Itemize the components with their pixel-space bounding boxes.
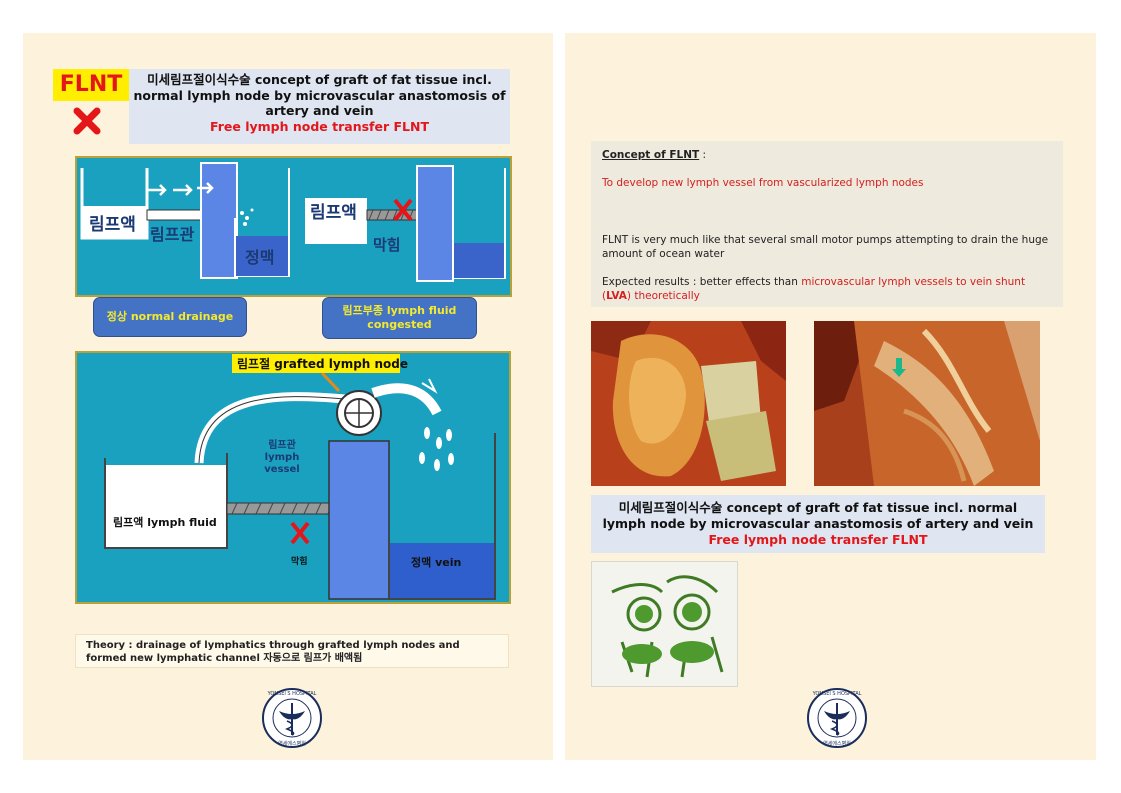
concept-box: Concept of FLNT : To develop new lymph v… — [591, 141, 1063, 307]
logo-text-left: YONSEI S HOSPITAL — [267, 691, 317, 697]
surgery-photo-2 — [814, 321, 1040, 486]
vessel-label-en2: vessel — [264, 464, 299, 475]
right-title-line1: 미세림프절이식수술 concept of graft of fat tissue… — [618, 500, 1018, 515]
logo-text-right: YONSEI S HOSPITAL — [812, 691, 862, 697]
expected-bold: LVA — [606, 290, 627, 302]
congested-line1: 림프부종 lymph fluid — [342, 304, 457, 317]
right-title-line2: lymph node by microvascular anastomosis … — [602, 516, 1034, 531]
left-title-line1: 미세림프절이식수술 concept of graft of fat tissue… — [147, 72, 492, 87]
congested-line2: congested — [367, 318, 432, 331]
blockage-label: 막힘 — [291, 555, 308, 567]
theory-text: Theory : drainage of lymphatics through … — [75, 634, 509, 668]
expected-red1: microvascular lymph vessels to vein shun… — [602, 276, 1026, 302]
lymph-node-sketch — [591, 561, 738, 687]
red-x-icon — [73, 107, 101, 135]
scene1-left-vein: 정맥 — [245, 248, 274, 267]
expected-results: Expected results : better effects than m… — [602, 275, 1052, 303]
left-title-line2: normal lymph node by microvascular anast… — [133, 87, 506, 103]
drainage-illustration: 림프액 림프관 정맥 림프액 막힘 — [75, 156, 512, 297]
grafted-node-callout: 림프절 grafted lymph node — [237, 357, 408, 371]
scene1-left-vessel: 림프관 — [150, 225, 194, 244]
left-title-red: Free lymph node transfer FLNT — [210, 118, 429, 134]
expected-prefix: Expected results : better effects than — [602, 276, 802, 288]
concept-body: FLNT is very much like that several smal… — [602, 234, 1049, 260]
concept-colon: : — [699, 149, 707, 161]
concept-red-text: To develop new lymph vessel from vascula… — [602, 177, 924, 189]
concept-heading: Concept of FLNT — [602, 149, 700, 161]
vessel-label-ko: 림프관 — [268, 438, 296, 451]
scene1-right-block: 막힘 — [373, 236, 401, 254]
grafted-node-illustration: 림프절 grafted lymph node 림프관 lymph vessel … — [75, 351, 511, 604]
expected-red2: ) theoretically — [626, 290, 700, 302]
logo-sub-right: 연세에스병원 — [823, 740, 851, 747]
hospital-logo-left: YONSEI S HOSPITAL 연세에스병원 — [262, 688, 322, 748]
grafted-node-drawing: 림프절 grafted lymph node 림프관 lymph vessel … — [104, 354, 496, 600]
flnt-tag: FLNT — [53, 69, 129, 101]
normal-drainage-button: 정상 normal drainage — [93, 297, 247, 337]
right-title-red: Free lymph node transfer FLNT — [708, 532, 928, 547]
surgery-photo-1 — [591, 321, 786, 486]
lymph-fluid-label: 림프액 lymph fluid — [113, 516, 217, 529]
scene1-left-fluid: 림프액 — [89, 215, 136, 235]
scene1-right-fluid: 림프액 — [310, 203, 357, 223]
right-title-box: 미세림프절이식수술 concept of graft of fat tissue… — [591, 495, 1045, 553]
drainage-drawing: 림프액 림프관 정맥 림프액 막힘 — [80, 162, 506, 282]
logo-sub-left: 연세에스병원 — [278, 740, 306, 747]
congested-button: 림프부종 lymph fluid congested — [322, 297, 477, 339]
hospital-logo-right: YONSEI S HOSPITAL 연세에스병원 — [807, 688, 867, 748]
left-title-box: 미세림프절이식수술 concept of graft of fat tissue… — [129, 69, 510, 144]
vein-label: 정맥 vein — [411, 555, 461, 569]
left-title-line3: artery and vein — [265, 103, 374, 118]
vessel-label-en1: lymph — [265, 452, 300, 463]
